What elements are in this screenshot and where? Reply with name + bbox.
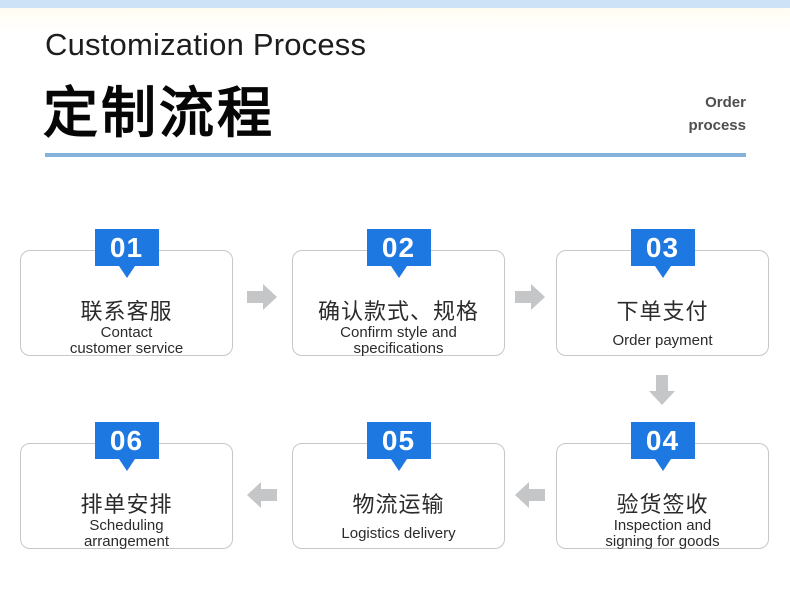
step-title-english: Logistics delivery <box>341 525 456 543</box>
step-title-english: Scheduling arrangement <box>83 517 170 550</box>
arrow-right-icon <box>247 284 277 310</box>
badge-pointer-icon <box>390 266 407 278</box>
step-title-chinese: 排单安排 <box>80 492 173 517</box>
step-number-badge: 01 <box>94 229 159 266</box>
top-tint <box>0 8 790 34</box>
top-accent-bar <box>0 0 790 8</box>
badge-pointer-icon <box>654 266 671 278</box>
step-card-order-payment: 03 下单支付 Order payment <box>556 229 769 356</box>
arrow-left-icon <box>515 482 545 508</box>
step-card-contact-customer-service: 01 联系客服 Contact customer service <box>20 229 233 357</box>
badge-pointer-icon <box>390 459 407 471</box>
step-title-chinese: 下单支付 <box>616 299 709 324</box>
order-process-side-label: Order process <box>688 94 746 134</box>
badge-pointer-icon <box>118 459 135 471</box>
step-title-english: Confirm style and specifications <box>340 324 457 357</box>
step-number-badge: 04 <box>630 422 695 459</box>
step-number-badge: 06 <box>94 422 159 459</box>
step-title-english: Order payment <box>612 332 713 350</box>
page-title-english: Customization Process <box>45 27 367 62</box>
step-title-english: Contact customer service <box>69 324 184 357</box>
badge-pointer-icon <box>654 459 671 471</box>
arrow-right-icon <box>515 284 545 310</box>
step-number-badge: 03 <box>630 229 695 266</box>
badge-pointer-icon <box>118 266 135 278</box>
step-card-confirm-style: 02 确认款式、规格 Confirm style and specificati… <box>292 229 505 357</box>
arrow-down-icon <box>649 375 675 405</box>
step-title-chinese: 联系客服 <box>80 299 173 324</box>
step-number-badge: 02 <box>366 229 431 266</box>
step-title-english: Inspection and signing for goods <box>605 517 720 550</box>
page-title-chinese: 定制流程 <box>43 82 276 144</box>
step-card-inspection-signing: 04 验货签收 Inspection and signing for goods <box>556 422 769 550</box>
step-card-scheduling-arrangement: 06 排单安排 Scheduling arrangement <box>20 422 233 550</box>
step-title-chinese: 物流运输 <box>352 492 445 517</box>
step-title-chinese: 确认款式、规格 <box>317 299 479 324</box>
step-number-badge: 05 <box>366 422 431 459</box>
step-card-logistics-delivery: 05 物流运输 Logistics delivery <box>292 422 505 549</box>
arrow-left-icon <box>247 482 277 508</box>
header-divider-line <box>45 153 746 157</box>
step-title-chinese: 验货签收 <box>616 492 709 517</box>
